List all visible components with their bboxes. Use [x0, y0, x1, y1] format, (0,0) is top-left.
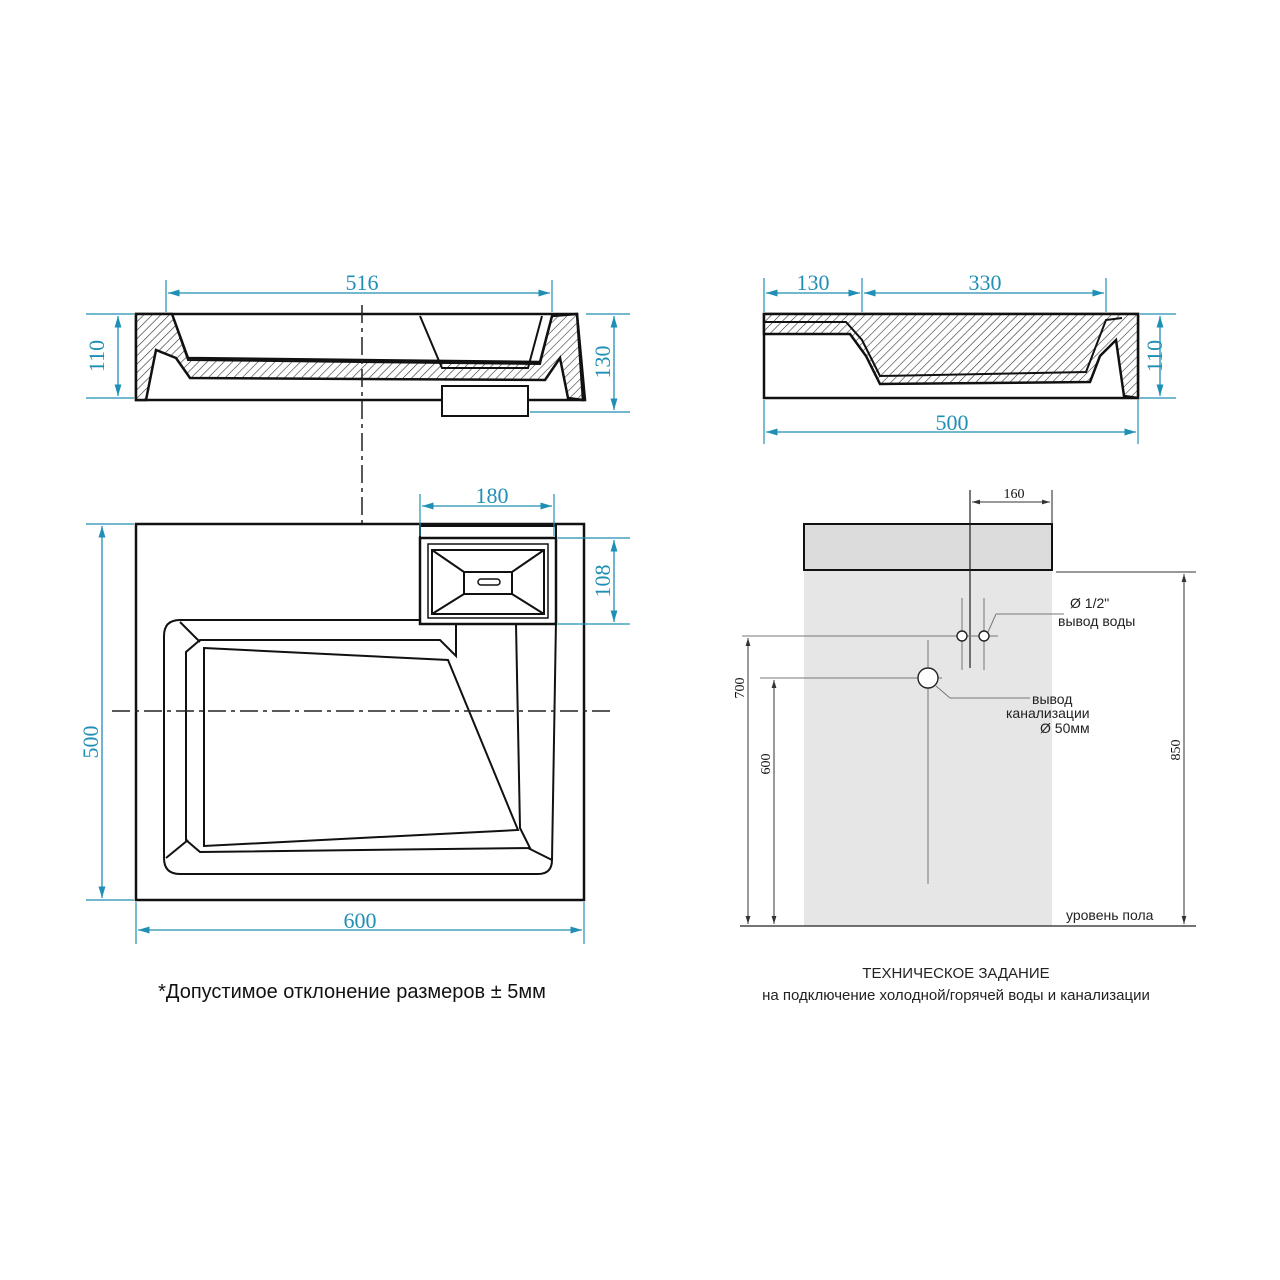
- sewer-label-1: вывод: [1032, 691, 1072, 707]
- scheme-caption-subtitle: на подключение холодной/горячей воды и к…: [762, 987, 1150, 1004]
- dim-side-500-label: 500: [936, 410, 969, 435]
- dim-600-height-label: 600: [759, 754, 774, 775]
- dim-side-330-label: 330: [969, 270, 1002, 295]
- dim-850-label: 850: [1169, 740, 1184, 761]
- floor-label: уровень пола: [1066, 907, 1154, 923]
- water-outlet-label: вывод воды: [1058, 613, 1135, 629]
- dim-side-130-label: 130: [797, 270, 830, 295]
- dim-110-left-label: 110: [84, 340, 109, 372]
- dim-side-110-label: 110: [1142, 340, 1167, 372]
- dim-516-label: 516: [346, 270, 379, 295]
- dim-160-label: 160: [1004, 487, 1025, 502]
- cold-water-outlet: [956, 630, 968, 642]
- hot-water-outlet: [978, 630, 990, 642]
- plan-view: 180 108 500 600: [78, 483, 630, 944]
- dim-180-label: 180: [476, 483, 509, 508]
- connection-scheme: 160 Ø 1/2" вывод воды вывод канализации …: [733, 487, 1196, 1004]
- dim-108-label: 108: [590, 565, 615, 598]
- side-view: 130 330 110 500: [762, 270, 1176, 444]
- sewer-label-3: Ø 50мм: [1040, 720, 1090, 736]
- dim-600-label: 600: [344, 908, 377, 933]
- dim-700-label: 700: [733, 678, 748, 699]
- dim-130-label: 130: [590, 346, 615, 379]
- basin-slab: [803, 523, 1053, 571]
- sewer-label-2: канализации: [1006, 705, 1090, 721]
- sewer-outlet: [917, 667, 939, 689]
- water-size-label: Ø 1/2": [1070, 595, 1109, 611]
- dim-500-label: 500: [78, 726, 103, 759]
- scheme-caption-title: ТЕХНИЧЕСКОЕ ЗАДАНИЕ: [862, 965, 1049, 982]
- tolerance-note: *Допустимое отклонение размеров ± 5мм: [158, 981, 546, 1003]
